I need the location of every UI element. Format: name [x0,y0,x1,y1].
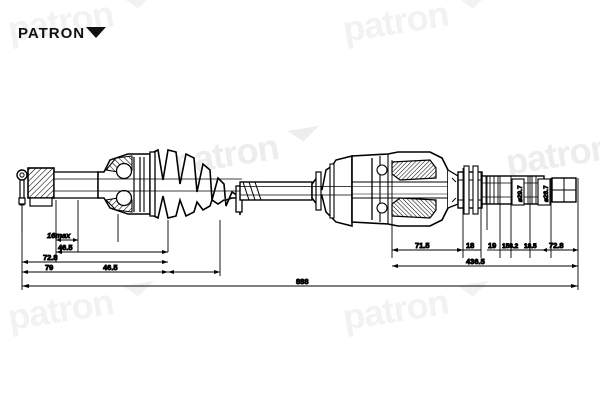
dim-4365 [392,264,578,268]
right-bearing-flange [457,165,483,215]
dim-465-inner [56,250,168,254]
dim-label-18: 18 [466,241,474,250]
diameter-label-2: ⌀26.7 [543,185,550,202]
right-splined-shaft [481,175,577,206]
watermark-arrow [457,280,490,297]
dim-label-715: 71.5 [415,241,430,250]
logo-text: PATRON [18,25,85,42]
left-cv-joint-housing [97,153,151,215]
left-rubber-boot [149,148,243,220]
dim-label-185: 18.5 [524,243,537,250]
dimension-lines: 16max 46.5 72.8 [21,160,579,290]
dim-label-728-right: 72.8 [549,241,564,250]
dim-label-465-inner: 46.5 [58,243,73,252]
main-shaft-bar [239,181,313,201]
patron-logo: PATRON [18,25,106,42]
dim-label-79: 79 [45,263,53,272]
dim-16max [56,238,78,242]
dim-888 [22,284,578,288]
dim-label-1582: 158.2 [502,243,519,250]
right-cv-joint-housing [351,151,459,227]
dim-465-outer [168,220,221,276]
watermark-arrow [122,280,155,297]
dim-label-16max: 16max [47,231,71,240]
dim-label-728-left: 72.8 [43,253,58,262]
watermark-arrow [457,0,490,9]
diameter-labels: ⌀29.7 ⌀26.7 [517,185,551,203]
right-rubber-boot [311,155,353,227]
dim-label-19: 19 [488,241,496,250]
logo-arrow-icon [86,27,106,38]
dim-715 [392,248,463,252]
dim-label-4365: 436.5 [466,257,485,266]
dim-728-left [22,260,168,264]
dim-label-888: 888 [296,277,309,286]
watermark-arrow [287,125,320,142]
dim-728-right [542,248,578,252]
left-splined-stub [27,167,99,207]
dim-79 [22,270,168,274]
dim-label-465-outer: 46.5 [103,263,118,272]
diameter-label-1: ⌀29.7 [517,185,524,202]
left-end-retainer [16,169,28,232]
watermark-arrow [122,0,155,9]
